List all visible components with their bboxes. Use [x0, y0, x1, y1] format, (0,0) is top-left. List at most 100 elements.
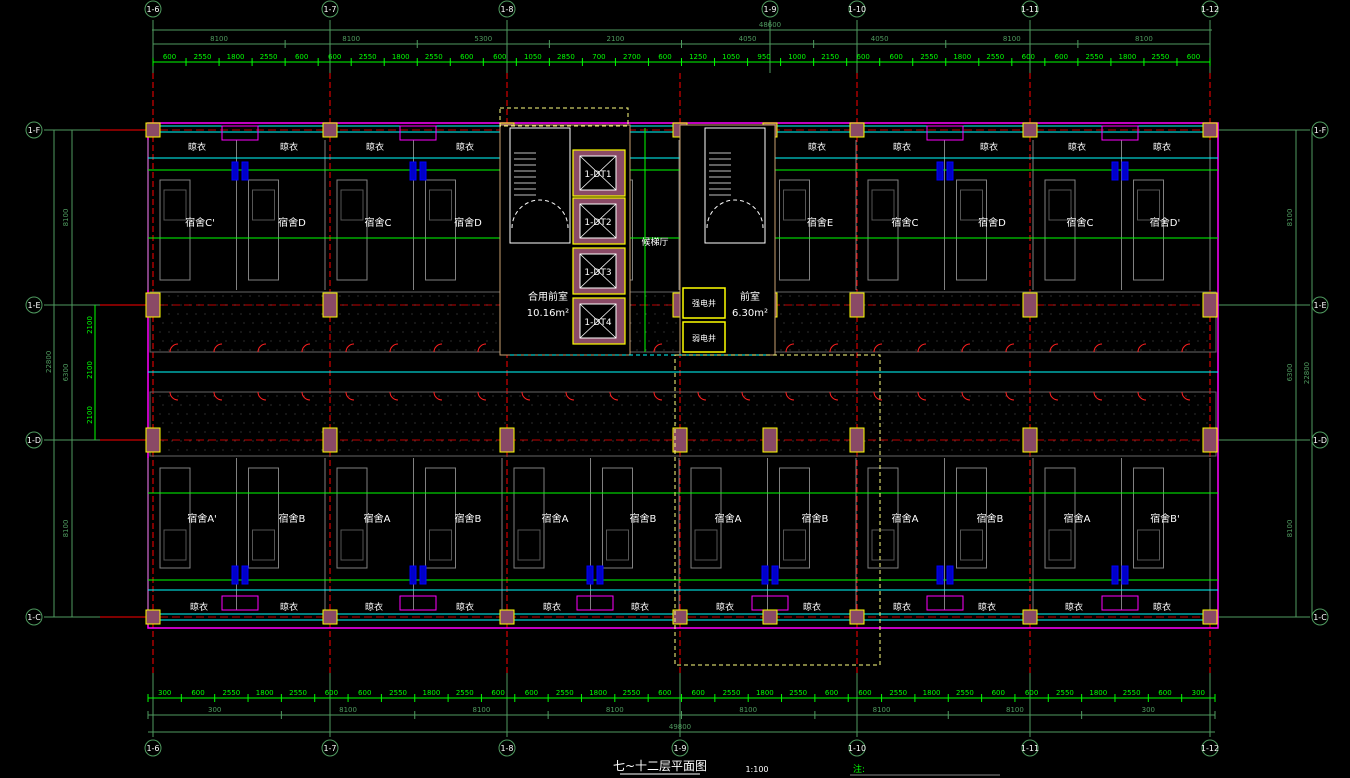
dimension-axis-top: 8100: [1003, 35, 1021, 43]
floor-hatch: [384, 349, 386, 351]
floor-hatch: [1140, 313, 1142, 315]
dimension-detail-bottom: 600: [358, 689, 371, 697]
floor-hatch: [441, 422, 443, 424]
door-swing: [345, 391, 355, 401]
floor-hatch: [537, 431, 539, 433]
floor-hatch: [456, 431, 458, 433]
core-block: [679, 124, 776, 356]
floor-hatch: [186, 295, 188, 297]
fixture: [946, 161, 954, 181]
bed: [1048, 189, 1072, 221]
floor-hatch: [432, 440, 434, 442]
floor-hatch: [996, 449, 998, 451]
floor-hatch: [258, 413, 260, 415]
fixture: [241, 565, 249, 585]
floor-hatch: [249, 349, 251, 351]
floor-hatch: [942, 331, 944, 333]
floor-hatch: [864, 440, 866, 442]
floor-hatch: [222, 295, 224, 297]
floor-hatch: [468, 422, 470, 424]
floor-hatch: [258, 313, 260, 315]
floor-hatch: [420, 413, 422, 415]
floor-hatch: [852, 413, 854, 415]
floor-hatch: [708, 413, 710, 415]
floor-hatch: [1176, 395, 1178, 397]
bed: [429, 189, 452, 221]
floor-hatch: [735, 431, 737, 433]
floor-hatch: [477, 340, 479, 342]
floor-hatch: [369, 322, 371, 324]
floor-hatch: [621, 440, 623, 442]
elevator-label: 1-DT2: [584, 218, 611, 228]
floor-hatch: [846, 404, 848, 406]
floor-hatch: [378, 304, 380, 306]
floor-hatch: [798, 449, 800, 451]
floor-hatch: [852, 395, 854, 397]
floor-hatch: [735, 395, 737, 397]
floor-hatch: [918, 404, 920, 406]
floor-hatch: [1050, 295, 1052, 297]
floor-hatch: [207, 404, 209, 406]
axis-label-bottom: 1-10: [848, 744, 866, 753]
floor-hatch: [522, 404, 524, 406]
floor-hatch: [324, 422, 326, 424]
floor-hatch: [972, 404, 974, 406]
floor-hatch: [657, 322, 659, 324]
floor-hatch: [429, 395, 431, 397]
floor-hatch: [981, 440, 983, 442]
floor-hatch: [582, 431, 584, 433]
floor-hatch: [933, 449, 935, 451]
floor-hatch: [492, 295, 494, 297]
dimension-axis-top: 8100: [1135, 35, 1153, 43]
floor-hatch: [1068, 431, 1070, 433]
floor-hatch: [1167, 331, 1169, 333]
floor-hatch: [1041, 413, 1043, 415]
floor-hatch: [1041, 395, 1043, 397]
door-swing: [653, 391, 663, 401]
floor-hatch: [1206, 422, 1208, 424]
floor-hatch: [537, 395, 539, 397]
floor-hatch: [789, 413, 791, 415]
floor-hatch: [1107, 422, 1109, 424]
floor-hatch: [843, 431, 845, 433]
floor-hatch: [537, 413, 539, 415]
floor-hatch: [891, 304, 893, 306]
floor-hatch: [564, 413, 566, 415]
floor-hatch: [231, 313, 233, 315]
door-swing: [1181, 343, 1191, 353]
bed: [163, 189, 187, 221]
floor-hatch: [324, 340, 326, 342]
floor-hatch: [396, 440, 398, 442]
floor-hatch: [843, 331, 845, 333]
floor-hatch: [612, 404, 614, 406]
floor-hatch: [297, 322, 299, 324]
floor-hatch: [357, 349, 359, 351]
floor-hatch: [537, 449, 539, 451]
floor-hatch: [375, 331, 377, 333]
floor-hatch: [1125, 322, 1127, 324]
floor-hatch: [267, 331, 269, 333]
room-label: 宿舍B: [279, 512, 306, 525]
dimension-detail-top: 600: [295, 53, 308, 61]
balcony-label: 晾衣: [366, 141, 384, 153]
floor-hatch: [837, 422, 839, 424]
floor-hatch: [456, 349, 458, 351]
room-label: 宿舍B: [802, 512, 829, 525]
floor-hatch: [690, 395, 692, 397]
floor-hatch: [978, 449, 980, 451]
floor-hatch: [780, 449, 782, 451]
dimension-detail-top: 2550: [194, 53, 212, 61]
floor-hatch: [1086, 295, 1088, 297]
bed: [252, 529, 275, 561]
floor-hatch: [996, 413, 998, 415]
floor-hatch: [393, 413, 395, 415]
floor-hatch: [549, 440, 551, 442]
floor-hatch: [918, 322, 920, 324]
floor-hatch: [924, 331, 926, 333]
floor-hatch: [549, 422, 551, 424]
floor-hatch: [357, 295, 359, 297]
dimension-detail-top: 2550: [260, 53, 278, 61]
floor-hatch: [465, 395, 467, 397]
floor-hatch: [267, 413, 269, 415]
dimension-detail-bottom: 600: [858, 689, 871, 697]
